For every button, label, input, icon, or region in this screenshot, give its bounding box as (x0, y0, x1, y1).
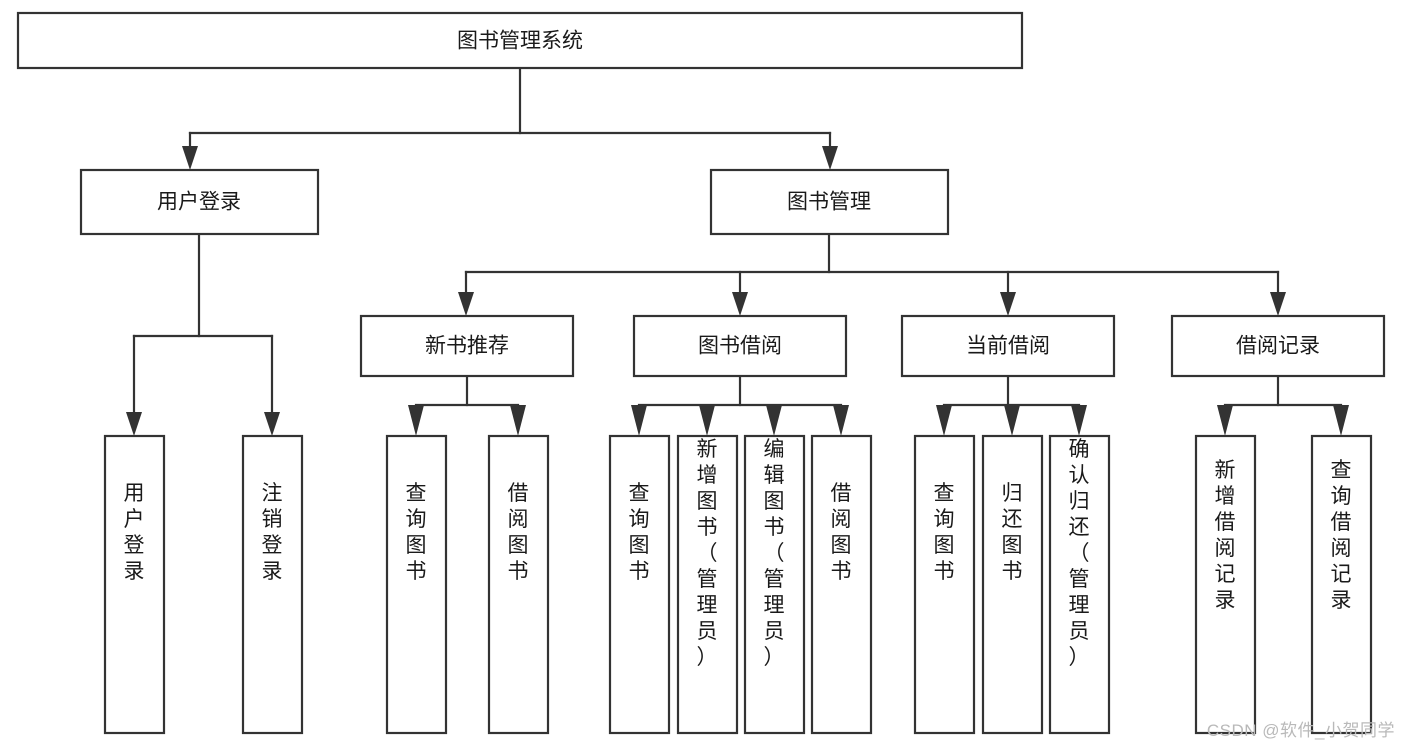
arrow-head-leaf-9 (936, 405, 952, 436)
node-leaf-1-label: 用户登录 (124, 482, 145, 583)
node-leaf-11[interactable]: 确认归还（管理员） (1048, 434, 1111, 735)
node-leaf-6-label: 新增图书（管理员） (697, 438, 718, 669)
arrow-head-bookmgmt (822, 146, 838, 170)
node-leaf-2[interactable]: 注销登录 (241, 434, 304, 735)
arrow-head-leaf-1 (126, 412, 142, 436)
arrow-head-leaf-12 (1217, 405, 1233, 436)
arrow-head-login (182, 146, 198, 170)
node-leaf-12[interactable]: 新增借阅记录 (1194, 434, 1257, 735)
node-newbook-box[interactable] (359, 314, 575, 378)
arrow-head-leaf-13 (1333, 405, 1349, 436)
node-leaf-4-box[interactable] (487, 434, 550, 735)
node-bookmgmt-box[interactable] (709, 168, 950, 236)
arrow-head-leaf-7 (766, 405, 782, 436)
node-login-label: 用户登录 (157, 191, 241, 214)
arrow-head-newbook (458, 292, 474, 316)
node-root[interactable]: 图书管理系统 (16, 11, 1024, 70)
node-leaf-13-box[interactable] (1310, 434, 1373, 735)
arrow-head-leaf-10 (1004, 405, 1020, 436)
node-leaf-5-label: 查询图书 (629, 482, 650, 583)
node-login[interactable]: 用户登录 (79, 168, 320, 236)
node-current-box[interactable] (900, 314, 1116, 378)
node-leaf-7-box[interactable] (743, 434, 806, 735)
node-leaf-7[interactable]: 编辑图书（管理员） (743, 434, 806, 735)
node-current[interactable]: 当前借阅 (900, 314, 1116, 378)
arrow-head-leaf-3 (408, 405, 424, 436)
node-leaf-12-label: 新增借阅记录 (1215, 459, 1236, 612)
node-login-box[interactable] (79, 168, 320, 236)
connector-layer (126, 66, 1349, 436)
node-leaf-5-box[interactable] (608, 434, 671, 735)
node-leaf-8-label: 借阅图书 (831, 482, 852, 583)
node-leaf-1[interactable]: 用户登录 (103, 434, 166, 735)
node-bookmgmt-label: 图书管理 (787, 191, 871, 214)
node-leaf-10[interactable]: 归还图书 (981, 434, 1044, 735)
node-record-label: 借阅记录 (1236, 335, 1320, 358)
node-leaf-10-box[interactable] (981, 434, 1044, 735)
arrow-head-leaf-11 (1071, 405, 1087, 436)
node-leaf-5[interactable]: 查询图书 (608, 434, 671, 735)
node-borrow[interactable]: 图书借阅 (632, 314, 848, 378)
node-current-label: 当前借阅 (966, 335, 1050, 358)
node-leaf-13-label: 查询借阅记录 (1331, 459, 1352, 612)
node-leaf-6-box[interactable] (676, 434, 739, 735)
node-record[interactable]: 借阅记录 (1170, 314, 1386, 378)
node-root-label: 图书管理系统 (457, 30, 583, 53)
node-leaf-9-box[interactable] (913, 434, 976, 735)
node-borrow-label: 图书借阅 (698, 335, 782, 358)
node-newbook[interactable]: 新书推荐 (359, 314, 575, 378)
node-leaf-2-box[interactable] (241, 434, 304, 735)
arrow-head-current (1000, 292, 1016, 316)
node-newbook-label: 新书推荐 (425, 335, 509, 358)
csdn-watermark: CSDN @软件_小贺同学 (1206, 721, 1395, 740)
node-leaf-1-box[interactable] (103, 434, 166, 735)
node-root-box[interactable] (16, 11, 1024, 70)
node-leaf-10-label: 归还图书 (1002, 482, 1023, 583)
node-leaf-7-label: 编辑图书（管理员） (764, 438, 785, 669)
arrow-head-leaf-8 (833, 405, 849, 436)
arrow-head-leaf-5 (631, 405, 647, 436)
node-leaf-11-label: 确认归还（管理员） (1069, 438, 1090, 669)
node-leaf-4-label: 借阅图书 (508, 482, 529, 583)
node-bookmgmt[interactable]: 图书管理 (709, 168, 950, 236)
node-leaf-4[interactable]: 借阅图书 (487, 434, 550, 735)
node-leaf-3-label: 查询图书 (406, 482, 427, 583)
node-record-box[interactable] (1170, 314, 1386, 378)
arrow-head-leaf-4 (510, 405, 526, 436)
arrow-head-record (1270, 292, 1286, 316)
node-leaf-9[interactable]: 查询图书 (913, 434, 976, 735)
node-leaf-11-box[interactable] (1048, 434, 1111, 735)
node-leaf-6[interactable]: 新增图书（管理员） (676, 434, 739, 735)
node-leaf-13[interactable]: 查询借阅记录 (1310, 434, 1373, 735)
node-borrow-box[interactable] (632, 314, 848, 378)
node-leaf-8[interactable]: 借阅图书 (810, 434, 873, 735)
arrow-head-borrow (732, 292, 748, 316)
node-leaf-8-box[interactable] (810, 434, 873, 735)
node-leaf-9-label: 查询图书 (934, 482, 955, 583)
arrow-head-leaf-6 (699, 405, 715, 436)
node-leaf-12-box[interactable] (1194, 434, 1257, 735)
node-leaf-3[interactable]: 查询图书 (385, 434, 448, 735)
node-leaf-3-box[interactable] (385, 434, 448, 735)
arrow-head-leaf-2 (264, 412, 280, 436)
node-leaf-2-label: 注销登录 (262, 482, 283, 583)
